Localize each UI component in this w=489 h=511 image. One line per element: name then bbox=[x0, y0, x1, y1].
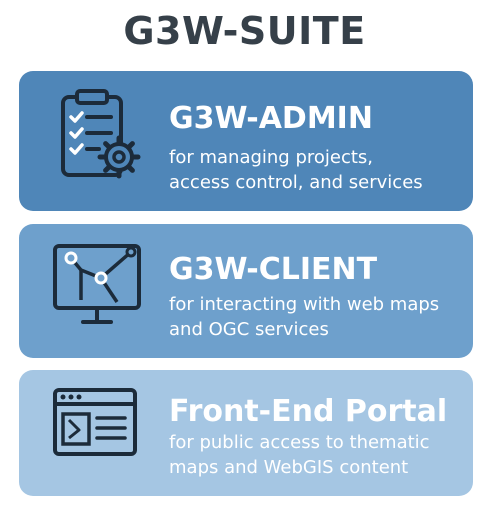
diagram-title: G3W-SUITE bbox=[123, 9, 366, 53]
g3w-client-description: for interacting with web maps and OGC se… bbox=[169, 292, 469, 342]
clipboard-checklist-gear-icon bbox=[49, 87, 159, 197]
g3w-admin-description-line: for managing projects, bbox=[169, 147, 374, 168]
browser-window-icon bbox=[49, 386, 159, 496]
card-front-end-portal: Front-End Portal for public access to th… bbox=[19, 370, 473, 496]
g3w-admin-description: for managing projects, access control, a… bbox=[169, 145, 469, 195]
g3w-client-description-line: for interacting with web maps bbox=[169, 294, 440, 315]
g3w-admin-description-line: access control, and services bbox=[169, 172, 423, 193]
card-g3w-client: G3W-CLIENT for interacting with web maps… bbox=[19, 224, 473, 358]
monitor-map-icon bbox=[49, 240, 159, 350]
front-end-portal-description: for public access to thematic maps and W… bbox=[169, 430, 469, 480]
g3w-admin-heading: G3W-ADMIN bbox=[169, 101, 373, 136]
card-g3w-admin: G3W-ADMIN for managing projects, access … bbox=[19, 71, 473, 211]
front-end-portal-heading: Front-End Portal bbox=[169, 394, 448, 429]
g3w-client-description-line: and OGC services bbox=[169, 319, 329, 340]
front-end-portal-description-line: for public access to thematic bbox=[169, 432, 430, 453]
front-end-portal-description-line: maps and WebGIS content bbox=[169, 457, 409, 478]
g3w-client-heading: G3W-CLIENT bbox=[169, 252, 378, 287]
